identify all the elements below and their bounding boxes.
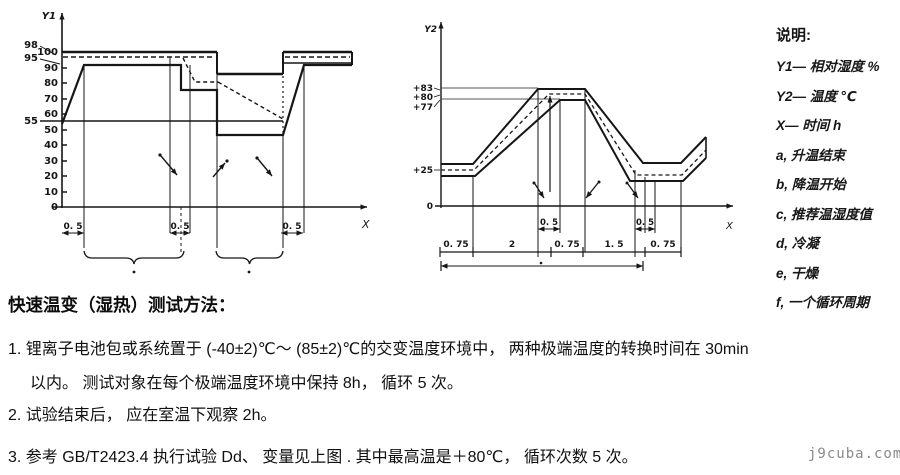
legend-item-e: e, 干燥: [776, 265, 819, 281]
svg-text:100: 100: [37, 47, 58, 58]
svg-text:Y1: Y1: [42, 11, 56, 22]
svg-text:0: 0: [51, 202, 58, 213]
svg-text:50: 50: [44, 125, 58, 136]
svg-text:40: 40: [44, 140, 58, 151]
svg-text:98: 98: [24, 40, 38, 51]
svg-text:+77: +77: [413, 103, 433, 113]
svg-text:55: 55: [24, 116, 38, 127]
svg-text:70: 70: [44, 94, 58, 105]
svg-text:0. 5: 0. 5: [282, 222, 301, 232]
legend-item-c: c, 推荐温湿度值: [776, 206, 873, 222]
svg-text:0. 75: 0. 75: [443, 240, 468, 250]
method-step-3: 3. 参考 GB/T2423.4 执行试验 Dd、 变量见上图 . 其中最高温是…: [8, 449, 638, 466]
svg-text:0: 0: [427, 202, 433, 212]
svg-text:1. 5: 1. 5: [604, 240, 623, 250]
method-step-2: 2. 试验结束后， 应在室温下观察 2h。: [8, 407, 277, 424]
legend-item-f: f, 一个循环周期: [776, 295, 869, 310]
svg-text:20: 20: [44, 171, 58, 182]
svg-text:0. 75: 0. 75: [650, 240, 675, 250]
svg-text:0. 5: 0. 5: [63, 222, 82, 232]
svg-text:X: X: [725, 221, 734, 232]
svg-text:95: 95: [24, 53, 38, 64]
method-step-1-cont: 以内。 测试对象在每个极端温度环境中保持 8h， 循环 5 次。: [30, 375, 463, 392]
temperature-chart: Y2X 0 +83+80+77 +25 0. 5 0. 5 0. 75 2 0. 75 1. 5 0…: [413, 22, 734, 271]
svg-text:0. 5: 0. 5: [540, 218, 558, 228]
legend-item-y1: Y1— 相对湿度 %: [776, 59, 880, 74]
section-title: 快速温变（湿热）测试方法：: [8, 295, 236, 315]
legend: 说明: Y1— 相对湿度 % Y2— 温度 ℃ X— 时间 h a, 升温结束 …: [776, 24, 900, 321]
svg-text:2: 2: [509, 240, 515, 250]
legend-title: 说明:: [776, 27, 811, 44]
svg-text:+83: +83: [413, 84, 433, 94]
svg-text:0. 75: 0. 75: [554, 240, 579, 250]
method-step-1: 1. 锂离子电池包或系统置于 (-40±2)℃～ (85±2)℃的交变温度环境中…: [8, 341, 749, 358]
svg-text:90: 90: [44, 63, 58, 74]
svg-text:+80: +80: [413, 93, 433, 103]
watermark: j9cuba.com: [808, 446, 900, 462]
legend-item-y2: Y2— 温度 ℃: [776, 88, 857, 104]
svg-text:Y2: Y2: [424, 25, 437, 35]
legend-item-b: b, 降温开始: [776, 177, 846, 192]
svg-text:30: 30: [44, 156, 58, 167]
svg-text:+25: +25: [413, 166, 433, 176]
svg-text:10: 10: [44, 187, 58, 198]
svg-text:0. 5: 0. 5: [170, 222, 189, 232]
svg-text:0. 5: 0. 5: [636, 218, 654, 228]
legend-item-d: d, 冷凝: [776, 236, 819, 251]
svg-text:60: 60: [44, 109, 58, 120]
svg-text:X: X: [361, 218, 370, 231]
svg-text:80: 80: [44, 78, 58, 89]
legend-item-x: X— 时间 h: [776, 118, 842, 133]
legend-item-a: a, 升温结束: [776, 147, 846, 163]
